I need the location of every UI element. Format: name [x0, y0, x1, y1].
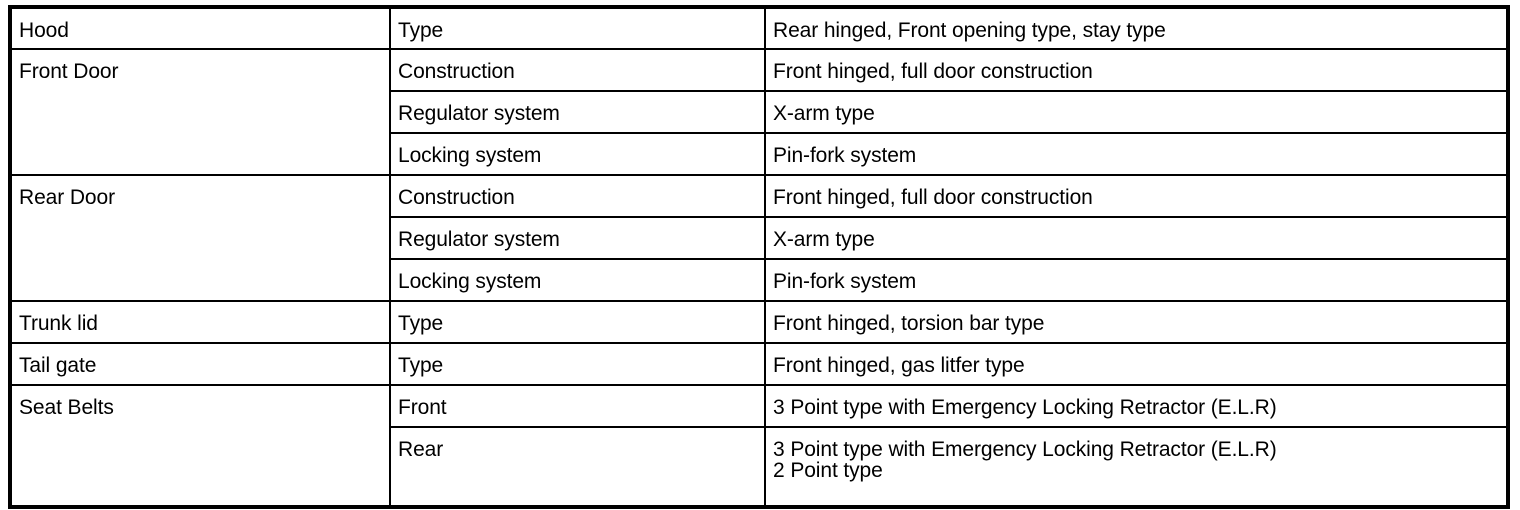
item-label: Construction	[398, 60, 515, 83]
item-label: Regulator system	[398, 228, 560, 251]
specification-text: Front hinged, torsion bar type	[773, 312, 1045, 335]
component-group-cell: Hood	[9, 6, 391, 50]
item-label: Type	[398, 354, 444, 377]
component-group-label: Tail gate	[19, 354, 97, 377]
table-row: Locking system Pin-fork system	[10, 258, 1509, 302]
table-row: Seat Belts Front 3 Point type with Emergen…	[9, 384, 1509, 508]
specification-text: X-arm type	[773, 102, 875, 125]
component-group-cell: Tail gate	[9, 342, 391, 386]
specification-text: Front hinged, full door construction	[773, 186, 1093, 209]
component-group-label: Seat Belts	[19, 396, 114, 419]
component-group-label: Rear Door	[19, 186, 115, 209]
specification-cell: Front hinged, torsion bar type	[764, 300, 1509, 344]
item-cell: Rear	[389, 426, 766, 508]
item-cell: Construction	[389, 174, 766, 218]
table-row: Regulator system X-arm type	[10, 216, 1509, 260]
table-row: Rear 3 Point type with Emergency Locking …	[10, 426, 1509, 508]
item-cell: Regulator system	[389, 216, 766, 260]
component-group-cell: Trunk lid	[9, 300, 391, 344]
specification-text: 3 Point type with Emergency Locking Retr…	[773, 438, 1277, 461]
specification-cell: Pin-fork system	[764, 258, 1509, 302]
specification-text-line2: 2 Point type	[773, 459, 883, 482]
specification-text: 3 Point type with Emergency Locking Retr…	[773, 396, 1277, 419]
item-label: Front	[398, 396, 447, 419]
table-row: Trunk lid Type Front hinged, torsion bar t…	[9, 300, 1509, 344]
item-cell: Locking system	[389, 132, 766, 176]
component-group-cell: Seat Belts	[9, 384, 391, 508]
table-row: Tail gate Type Front hinged, gas litfer ty…	[9, 342, 1509, 386]
specification-cell: Rear hinged, Front opening type, stay ty…	[764, 6, 1509, 50]
specification-text: Pin-fork system	[773, 270, 917, 293]
item-label: Regulator system	[398, 102, 560, 125]
item-label: Rear	[398, 438, 444, 461]
specification-cell: 3 Point type with Emergency Locking Retr…	[764, 426, 1509, 508]
specification-cell: Front hinged, full door construction	[764, 48, 1509, 92]
table-row: Regulator system X-arm type	[10, 90, 1509, 134]
item-cell: Type	[389, 6, 766, 50]
specification-text: X-arm type	[773, 228, 875, 251]
table-row: Front Door Construction Front hinged, full…	[9, 48, 1509, 176]
component-group-label: Hood	[19, 19, 69, 42]
component-group-cell: Rear Door	[9, 174, 391, 302]
specification-cell: Front hinged, full door construction	[764, 174, 1509, 218]
table-row: Locking system Pin-fork system	[10, 132, 1509, 176]
specification-text: Rear hinged, Front opening type, stay ty…	[773, 19, 1166, 42]
item-label: Locking system	[398, 144, 542, 167]
item-cell: Front	[389, 384, 766, 428]
table-row: Hood Type Rear hinged, Front opening type,…	[9, 6, 1509, 50]
item-label: Type	[398, 312, 444, 335]
specification-cell: X-arm type	[764, 216, 1509, 260]
specification-cell: 3 Point type with Emergency Locking Retr…	[764, 384, 1509, 428]
item-label: Locking system	[398, 270, 542, 293]
specification-cell: X-arm type	[764, 90, 1509, 134]
item-label: Construction	[398, 186, 515, 209]
item-cell: Regulator system	[389, 90, 766, 134]
specification-text: Front hinged, full door construction	[773, 60, 1093, 83]
item-cell: Type	[389, 300, 766, 344]
item-cell: Type	[389, 342, 766, 386]
component-group-label: Front Door	[19, 60, 119, 83]
item-cell: Construction	[389, 48, 766, 92]
table-row: Rear Door Construction Front hinged, full …	[9, 174, 1509, 302]
item-label: Type	[398, 19, 444, 42]
specification-text: Front hinged, gas litfer type	[773, 354, 1025, 377]
specification-cell: Front hinged, gas litfer type	[764, 342, 1509, 386]
component-group-label: Trunk lid	[19, 312, 98, 335]
specification-text: Pin-fork system	[773, 144, 917, 167]
component-group-cell: Front Door	[9, 48, 391, 176]
item-cell: Locking system	[389, 258, 766, 302]
specification-cell: Pin-fork system	[764, 132, 1509, 176]
